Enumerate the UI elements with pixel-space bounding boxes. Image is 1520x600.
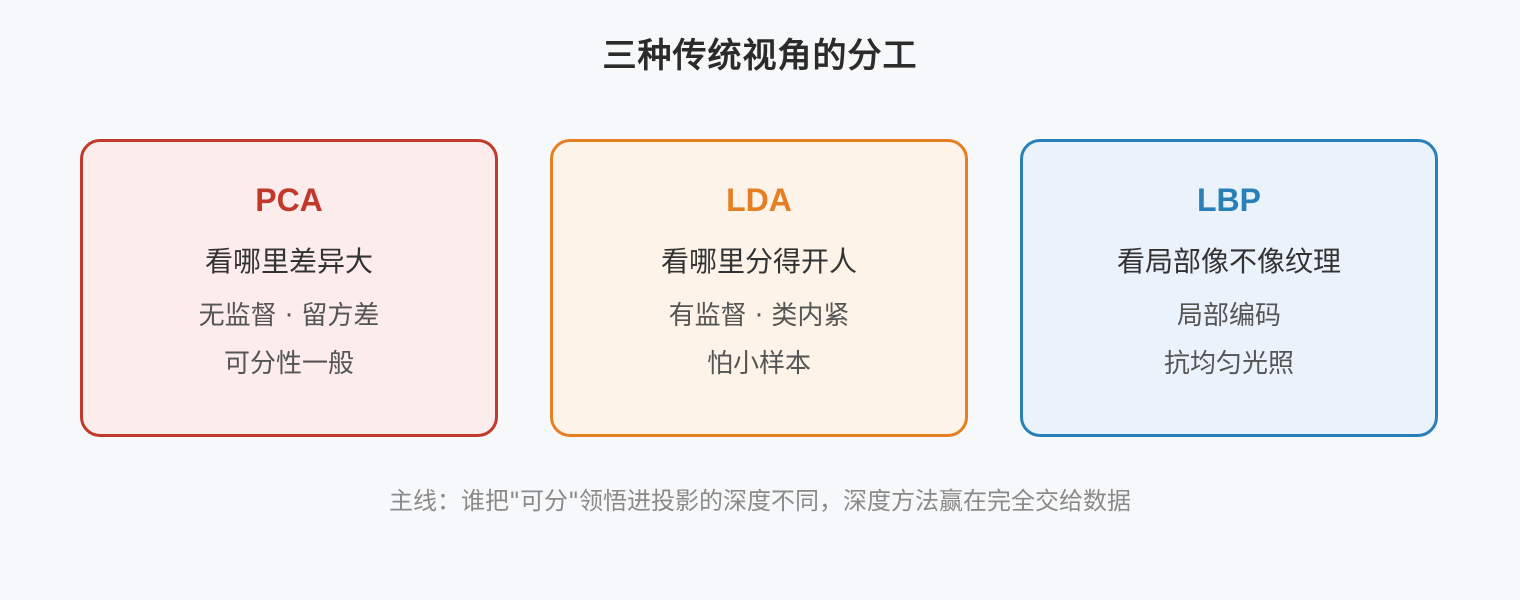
page-title: 三种传统视角的分工 bbox=[602, 36, 918, 76]
lda-card: LDA 看哪里分得开人 有监督 · 类内紧 怕小样本 bbox=[550, 139, 968, 437]
card-detail-2: 可分性一般 bbox=[223, 349, 354, 379]
footer-note: 主线：谁把"可分"领悟进投影的深度不同，深度方法赢在完全交给数据 bbox=[388, 487, 1132, 515]
card-name: LBP bbox=[1197, 182, 1261, 218]
card-detail-2: 抗均匀光照 bbox=[1163, 349, 1294, 379]
card-tagline: 看局部像不像纹理 bbox=[1116, 245, 1341, 278]
card-tagline: 看哪里差异大 bbox=[204, 245, 373, 278]
card-name: PCA bbox=[255, 182, 323, 218]
card-detail-1: 有监督 · 类内紧 bbox=[668, 301, 850, 331]
card-detail-1: 局部编码 bbox=[1176, 301, 1281, 331]
card-detail-2: 怕小样本 bbox=[706, 349, 811, 379]
card-name: LDA bbox=[726, 182, 792, 218]
card-tagline: 看哪里分得开人 bbox=[660, 245, 857, 278]
card-detail-1: 无监督 · 留方差 bbox=[198, 301, 380, 331]
lbp-card: LBP 看局部像不像纹理 局部编码 抗均匀光照 bbox=[1020, 139, 1438, 437]
pca-card: PCA 看哪里差异大 无监督 · 留方差 可分性一般 bbox=[80, 139, 498, 437]
